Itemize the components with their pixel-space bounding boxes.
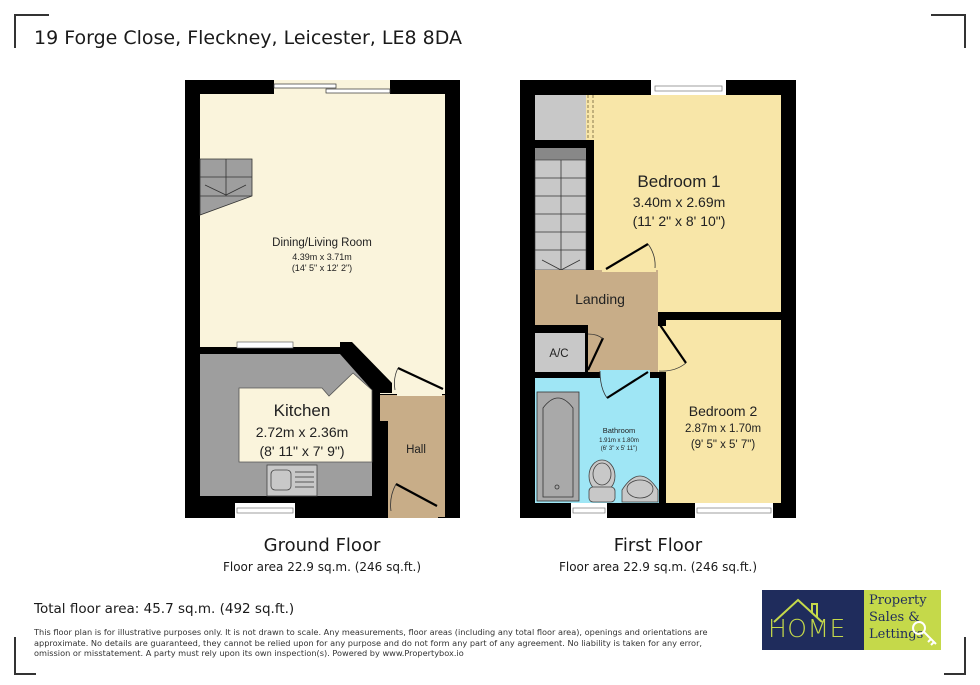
label-ac-name: A/C [549, 348, 568, 360]
sink-bowl [270, 469, 292, 491]
kitchen-floor [238, 372, 373, 463]
label-living-metric: 4.39m x 3.71m [292, 252, 352, 262]
crop-mark-bottom-left [14, 637, 36, 675]
label-bedroom2-name: Bedroom 2 [689, 403, 758, 419]
diagonal-wall [340, 342, 392, 393]
bedroom-1-door-icon [602, 243, 656, 272]
property-address: 19 Forge Close, Fleckney, Leicester, LE8… [34, 27, 462, 49]
label-bedroom1-name: Bedroom 1 [637, 172, 720, 191]
house-roof-icon [773, 598, 823, 623]
label-bedroom2-metric: 2.87m x 1.70m [685, 423, 761, 435]
key-icon [912, 621, 937, 646]
label-living-imperial: (14' 5" x 12' 2") [292, 263, 352, 273]
bedroom-2-door-icon [658, 324, 687, 372]
hall-opening [380, 395, 388, 421]
logo-brand: HOME [768, 614, 846, 643]
airing-cupboard [535, 333, 585, 372]
first-floor-area: Floor area 22.9 sq.m. (246 sq.ft.) [558, 560, 758, 574]
room-bedroom-2 [666, 320, 781, 503]
first-floor-plan [520, 80, 796, 518]
crop-mark-bottom-right [944, 637, 966, 675]
staircase-icon [199, 158, 253, 216]
logo-tagline-panel: Property Sales & Lettings [864, 590, 941, 650]
label-kitchen-imperial: (8' 11" x 7' 9") [259, 443, 344, 459]
room-hall [388, 395, 445, 517]
cupboard-over-stairs [535, 95, 586, 140]
label-kitchen-name: Kitchen [274, 401, 331, 420]
logo-tagline-3: Lettings [869, 627, 924, 642]
crop-mark-top-left [14, 14, 49, 48]
label-bedroom1-imperial: (11' 2" x 8' 10") [633, 213, 726, 229]
label-living-name: Dining/Living Room [272, 237, 372, 249]
crop-mark-top-right [931, 14, 966, 48]
staircase-icon [534, 148, 587, 271]
logo-home-panel: HOME [762, 590, 864, 650]
airing-cupboard-door-icon [587, 333, 604, 371]
room-landing [535, 270, 658, 325]
label-bathroom-imperial: (6' 3" x 5' 11") [601, 446, 637, 452]
first-floor-title: First Floor [613, 535, 703, 556]
logo-tagline-2: Sales & [869, 610, 920, 625]
basin-icon [621, 475, 659, 503]
label-bedroom1-metric: 3.40m x 2.69m [633, 194, 726, 210]
living-lower [352, 347, 445, 394]
agency-logo: HOME Property Sales & Lettings [762, 590, 941, 650]
ground-floor-title: Ground Floor [263, 535, 381, 556]
logo-tagline-1: Property [869, 593, 927, 608]
kitchen-internal-window [236, 341, 294, 349]
front-door-icon [388, 483, 438, 518]
living-door-icon [394, 367, 444, 396]
label-hall-name: Hall [406, 444, 426, 456]
label-bathroom-name: Bathroom [603, 426, 636, 435]
label-bedroom2-imperial: (9' 5" x 5' 7") [691, 439, 755, 451]
label-bathroom-metric: 1.91m x 1.80m [599, 438, 639, 444]
bathroom-door-icon [599, 370, 650, 399]
total-floor-area: Total floor area: 45.7 sq.m. (492 sq.ft.… [34, 601, 295, 617]
toilet-icon [588, 459, 616, 503]
ground-floor-area: Floor area 22.9 sq.m. (246 sq.ft.) [222, 560, 422, 574]
label-landing-name: Landing [575, 291, 625, 307]
ground-floor-plan [185, 80, 460, 518]
disclaimer-text: This floor plan is for illustrative purp… [34, 627, 708, 658]
label-kitchen-metric: 2.72m x 2.36m [256, 424, 349, 440]
